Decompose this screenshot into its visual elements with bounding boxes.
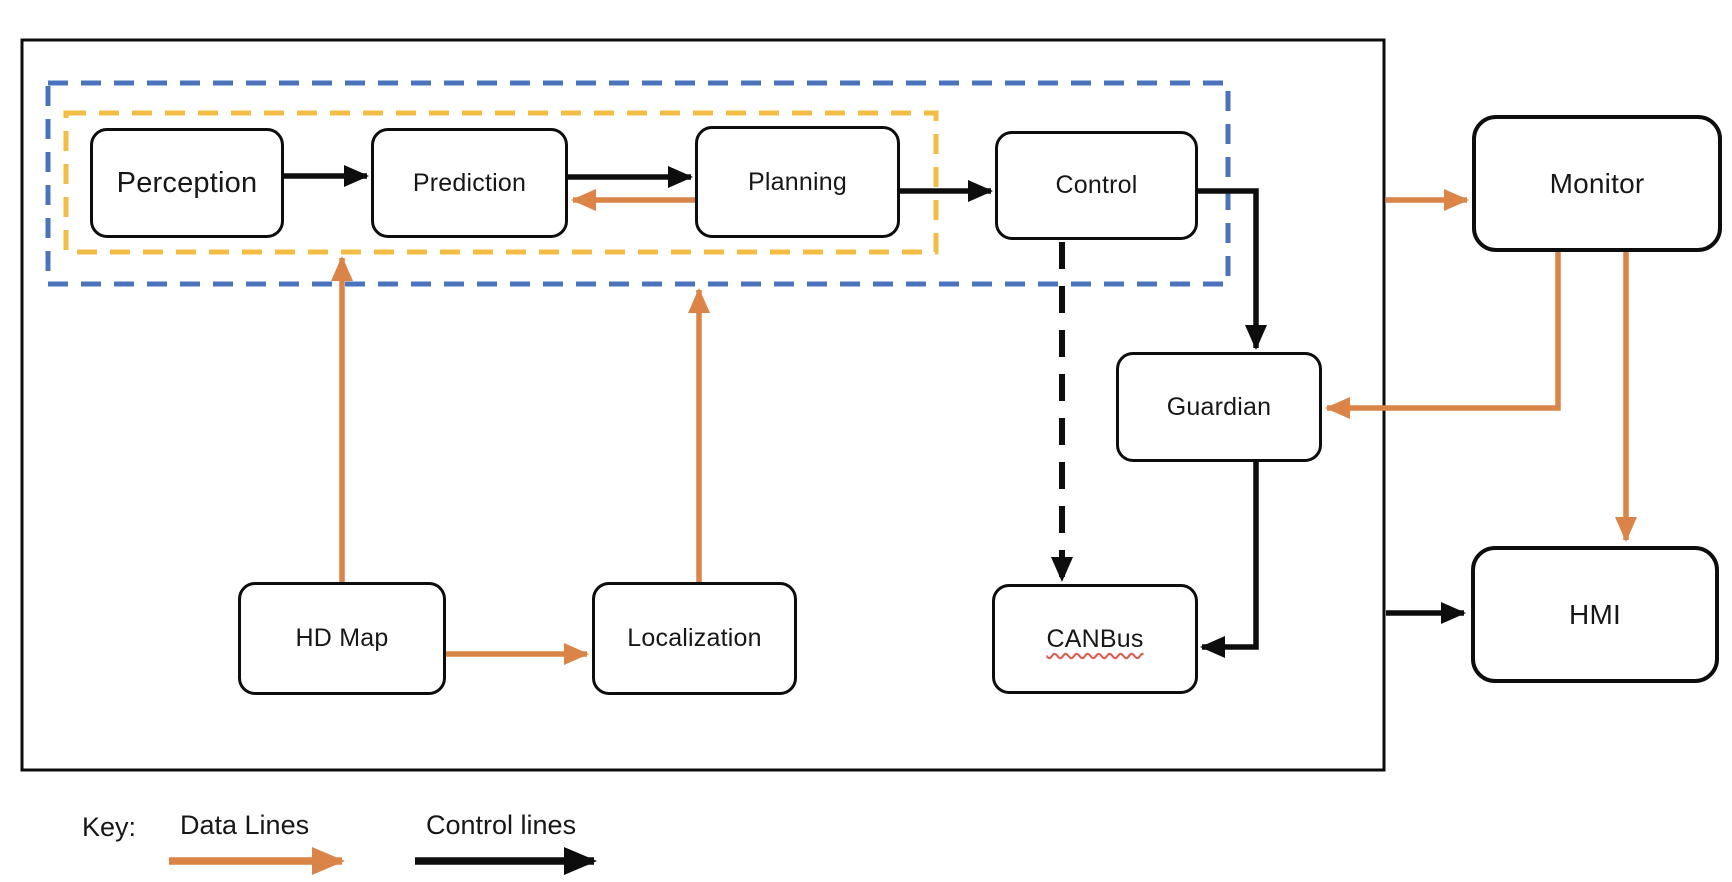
node-control: Control — [995, 131, 1198, 240]
node-hmi: HMI — [1471, 546, 1719, 683]
node-monitor: Monitor — [1472, 115, 1722, 252]
key-title: Key: — [82, 812, 137, 842]
canbus-label: CANBus — [1046, 624, 1144, 653]
node-localization: Localization — [592, 582, 797, 695]
vehicle-system-boundary-box — [20, 38, 1386, 772]
arrow-guardian-to-canbus — [1200, 462, 1259, 658]
key-data-lines-label: Data Lines — [180, 810, 310, 840]
node-canbus: CANBus — [992, 584, 1198, 694]
yellow-dashed-subsystem-box — [63, 110, 939, 255]
node-guardian: Guardian — [1116, 352, 1322, 462]
arrow-control-to-guardian — [1198, 188, 1267, 350]
key-control-lines-label: Control lines — [426, 810, 577, 840]
node-perception: Perception — [90, 128, 284, 238]
node-prediction: Prediction — [371, 128, 568, 238]
node-hd-map: HD Map — [238, 582, 446, 695]
arrow-monitor-to-guardian — [1325, 252, 1561, 419]
node-planning: Planning — [695, 126, 900, 238]
